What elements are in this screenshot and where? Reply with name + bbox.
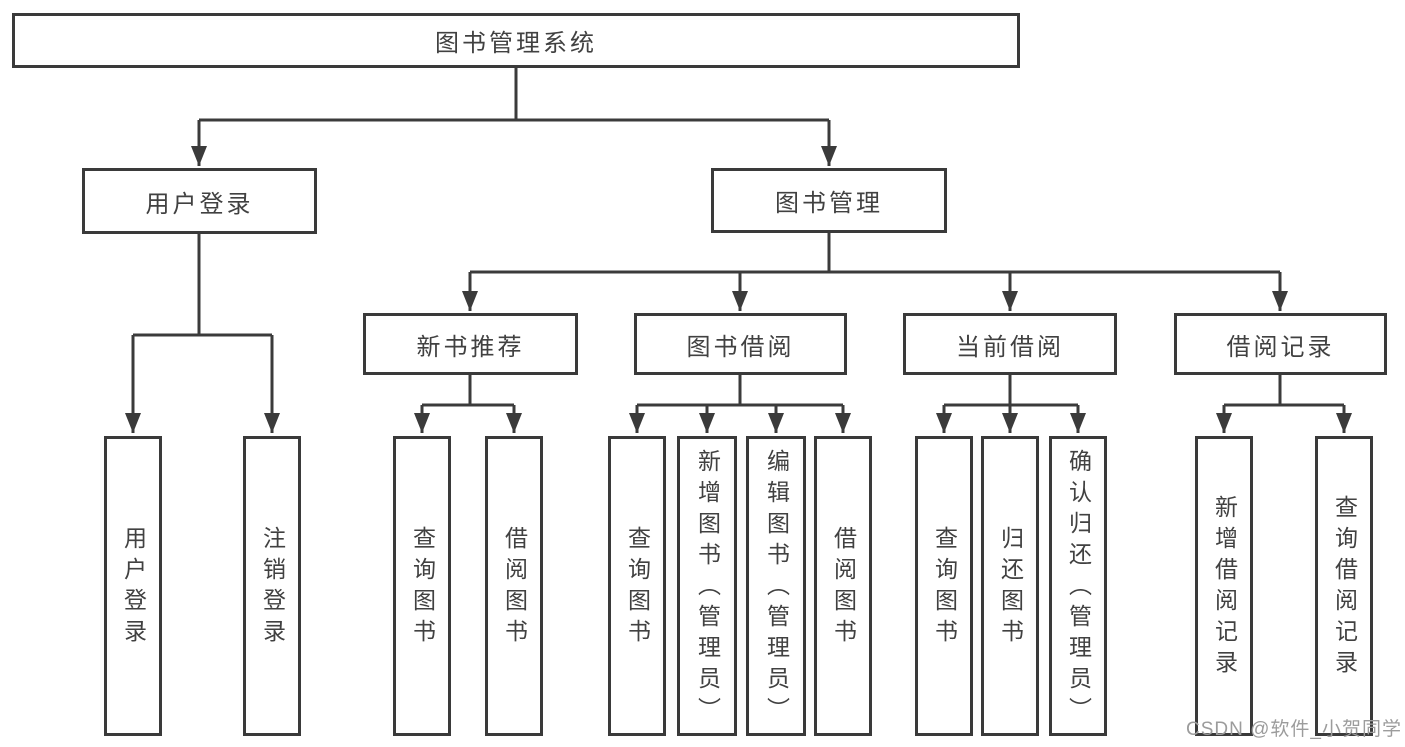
node-section-borrow-records: 借阅记录 <box>1174 313 1387 375</box>
leaf-user-login: 用户登录 <box>104 436 162 736</box>
leaf-record-query: 查询借阅记录 <box>1315 436 1373 736</box>
leaf-newbook-borrow: 借阅图书 <box>485 436 543 736</box>
leaf-borrow-query: 查询图书 <box>608 436 666 736</box>
leaf-current-query: 查询图书 <box>915 436 973 736</box>
node-section-book-borrow: 图书借阅 <box>634 313 847 375</box>
leaf-newbook-query: 查询图书 <box>393 436 451 736</box>
node-section-new-book: 新书推荐 <box>363 313 578 375</box>
leaf-logout: 注销登录 <box>243 436 301 736</box>
leaf-current-confirm-return: 确认归还（管理员） <box>1049 436 1107 736</box>
node-book-mgmt: 图书管理 <box>711 168 947 233</box>
node-root: 图书管理系统 <box>12 13 1020 68</box>
leaf-borrow-add-book: 新增图书（管理员） <box>677 436 737 736</box>
node-section-current-borrow: 当前借阅 <box>903 313 1117 375</box>
csdn-watermark: CSDN @软件_小贺同学 <box>1186 719 1402 740</box>
leaf-borrow-edit-book: 编辑图书（管理员） <box>746 436 806 736</box>
leaf-record-add: 新增借阅记录 <box>1195 436 1253 736</box>
leaf-current-return: 归还图书 <box>981 436 1039 736</box>
leaf-borrow-book: 借阅图书 <box>814 436 872 736</box>
node-user-login: 用户登录 <box>82 168 317 234</box>
